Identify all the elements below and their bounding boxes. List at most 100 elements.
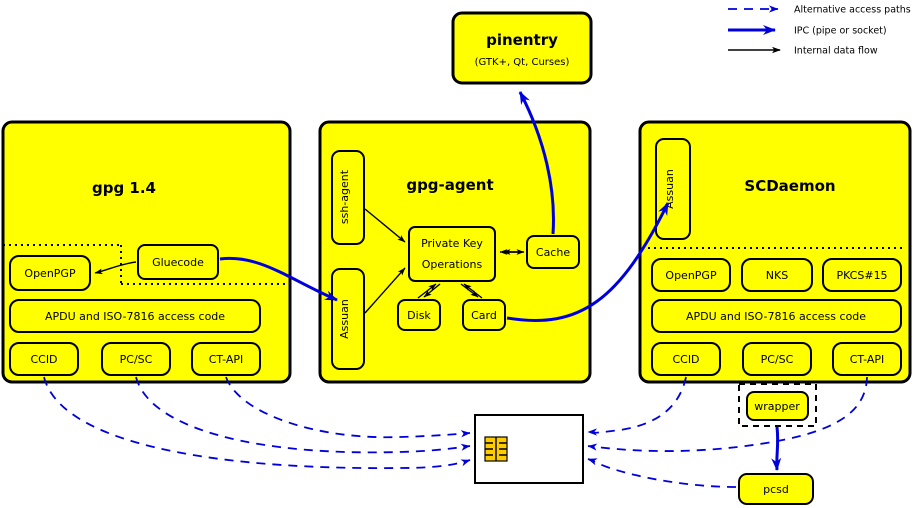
- alternative-access-paths: [43, 376, 868, 488]
- pcsd-label: pcsd: [763, 483, 789, 496]
- gpgagent-disk[interactable]: Disk: [397, 299, 441, 331]
- card-box-shape[interactable]: [462, 299, 506, 331]
- gpg14-driver-pcsc[interactable]: PC/SC: [101, 342, 171, 376]
- gpgagent-private-key-operations[interactable]: Private Key Operations: [408, 226, 496, 282]
- pinentry-box-shape[interactable]: [451, 11, 593, 85]
- ipc-connections: [219, 91, 782, 471]
- gpg14-panel[interactable]: gpg 1.4 Gluecode OpenPGP APDU and ISO-78…: [1, 120, 292, 384]
- gluecode-label: Gluecode: [152, 256, 204, 269]
- gpg-pcsc-label: PC/SC: [120, 353, 153, 366]
- legend-label-ipc: IPC (pipe or socket): [794, 26, 887, 37]
- gpg-pcsc-box-shape[interactable]: [101, 342, 171, 376]
- scdaemon-app-nks[interactable]: NKS: [741, 258, 813, 292]
- gpg-apdu-box-shape[interactable]: [9, 299, 261, 333]
- scd-ctapi-label: CT-API: [850, 353, 885, 366]
- gluecode-to-openpgp-arrow: [94, 261, 137, 275]
- wrapper-dashed-enclosure: [738, 383, 817, 427]
- scd-apdu-box-shape[interactable]: [651, 299, 902, 333]
- scd-nks-label: NKS: [766, 269, 788, 282]
- gpg14-gluecode[interactable]: Gluecode: [137, 244, 219, 280]
- legend-label-internal: Internal data flow: [794, 46, 878, 57]
- gpg14-openpgp[interactable]: OpenPGP: [9, 255, 91, 291]
- gpgagent-cache[interactable]: Cache: [526, 235, 580, 269]
- assuan-to-pko-arrow: [364, 267, 406, 314]
- gpg-openpgp-box-shape[interactable]: [9, 255, 91, 291]
- scd-ctapi-box-shape[interactable]: [832, 342, 902, 376]
- scdaemon-panel[interactable]: SCDaemon Assuan OpenPGP NKS PKCS#15 APDU…: [638, 120, 912, 384]
- ssh-agent-to-pko-arrow: [364, 208, 406, 243]
- private-key-ops-line1: Private Key: [421, 237, 483, 250]
- wrapper-label: wrapper: [754, 400, 800, 413]
- cache-label: Cache: [536, 246, 570, 259]
- legend-item-ipc: IPC (pipe or socket): [728, 25, 887, 37]
- disk-label: Disk: [407, 309, 431, 322]
- pcsd-box-shape[interactable]: [738, 473, 814, 505]
- wrapper-group[interactable]: wrapper: [738, 383, 817, 427]
- scdaemon-title: SCDaemon: [744, 177, 835, 195]
- ipc-gluecode-to-gpgagent-assuan: [219, 256, 338, 302]
- ipc-cache-to-pinentry: [518, 91, 555, 235]
- gpg-openpgp-label: OpenPGP: [24, 267, 76, 280]
- gpg-ccid-box-shape[interactable]: [9, 342, 79, 376]
- gpgagent-assuan[interactable]: Assuan: [331, 268, 365, 370]
- ipc-wrapper-to-pcsd: [771, 426, 782, 471]
- scdaemon-driver-pcsc[interactable]: PC/SC: [742, 342, 812, 376]
- scdaemon-app-pkcs15[interactable]: PKCS#15: [822, 258, 902, 292]
- disk-box-shape[interactable]: [397, 299, 441, 331]
- scd-openpgp-box-shape[interactable]: [651, 258, 731, 292]
- chip-icon: [484, 436, 508, 462]
- gluecode-box-shape[interactable]: [137, 244, 219, 280]
- gpg14-apdu[interactable]: APDU and ISO-7816 access code: [9, 299, 261, 333]
- cache-box-shape[interactable]: [526, 235, 580, 269]
- gpg-apdu-label: APDU and ISO-7816 access code: [45, 310, 225, 323]
- scd-pkcs15-label: PKCS#15: [836, 269, 887, 282]
- gpg-ctapi-label: CT-API: [209, 353, 244, 366]
- scdaemon-app-openpgp[interactable]: OpenPGP: [651, 258, 731, 292]
- alt-gpg-ctapi-to-card: [225, 376, 471, 439]
- gpgagent-title: gpg-agent: [406, 176, 493, 194]
- scd-pcsc-label: PC/SC: [761, 353, 794, 366]
- card-to-pko-arrow: [463, 283, 483, 299]
- alt-scd-ctapi-to-card: [587, 376, 868, 452]
- scd-nks-box-shape[interactable]: [741, 258, 813, 292]
- scdaemon-driver-ctapi[interactable]: CT-API: [832, 342, 902, 376]
- gpg14-driver-ccid[interactable]: CCID: [9, 342, 79, 376]
- wrapper-box-shape[interactable]: [746, 391, 809, 421]
- alt-gpg-pcsc-to-card: [135, 376, 471, 454]
- gpgagent-assuan-box-shape[interactable]: [331, 268, 365, 370]
- scd-ccid-box-shape[interactable]: [651, 342, 721, 376]
- gpgagent-ssh-agent[interactable]: ssh-agent: [331, 150, 365, 245]
- private-key-ops-line2: Operations: [422, 258, 483, 271]
- scd-pcsc-box-shape[interactable]: [742, 342, 812, 376]
- smartcard[interactable]: [474, 414, 584, 484]
- ssh-agent-box-shape[interactable]: [331, 150, 365, 245]
- scd-openpgp-label: OpenPGP: [665, 269, 717, 282]
- card-label: Card: [471, 309, 497, 322]
- legend-label-alternative: Alternative access paths: [794, 5, 911, 16]
- scd-apdu-label: APDU and ISO-7816 access code: [686, 310, 866, 323]
- alt-gpg-ccid-to-card: [43, 376, 471, 469]
- ssh-agent-label: ssh-agent: [338, 169, 351, 224]
- ipc-card-to-scdaemon-assuan: [506, 202, 670, 322]
- scdaemon-driver-ccid[interactable]: CCID: [651, 342, 721, 376]
- pinentry-box[interactable]: pinentry (GTK+, Qt, Curses): [451, 11, 593, 85]
- pinentry-title: pinentry: [486, 31, 558, 49]
- scdaemon-assuan[interactable]: Assuan: [655, 138, 691, 240]
- scdaemon-apdu[interactable]: APDU and ISO-7816 access code: [651, 299, 902, 333]
- legend-item-alternative-access-paths: Alternative access paths: [728, 5, 911, 16]
- alt-pcsd-to-card: [587, 458, 737, 488]
- gpg14-title: gpg 1.4: [92, 179, 156, 197]
- gpgagent-card[interactable]: Card: [462, 299, 506, 331]
- gpg14-driver-ctapi[interactable]: CT-API: [191, 342, 261, 376]
- gpgagent-panel[interactable]: gpg-agent ssh-agent Assuan Private Key O…: [318, 120, 592, 384]
- pcsd-group[interactable]: pcsd: [738, 473, 814, 505]
- disk-to-pko-arrow: [417, 283, 437, 299]
- pinentry-subtitle: (GTK+, Qt, Curses): [475, 57, 570, 68]
- scd-pkcs15-box-shape[interactable]: [822, 258, 902, 292]
- private-key-ops-box-shape[interactable]: [408, 226, 496, 282]
- gpg-ctapi-box-shape[interactable]: [191, 342, 261, 376]
- scdaemon-assuan-label: Assuan: [663, 169, 676, 209]
- legend: Alternative access paths IPC (pipe or so…: [728, 5, 911, 57]
- scd-ccid-label: CCID: [672, 353, 699, 366]
